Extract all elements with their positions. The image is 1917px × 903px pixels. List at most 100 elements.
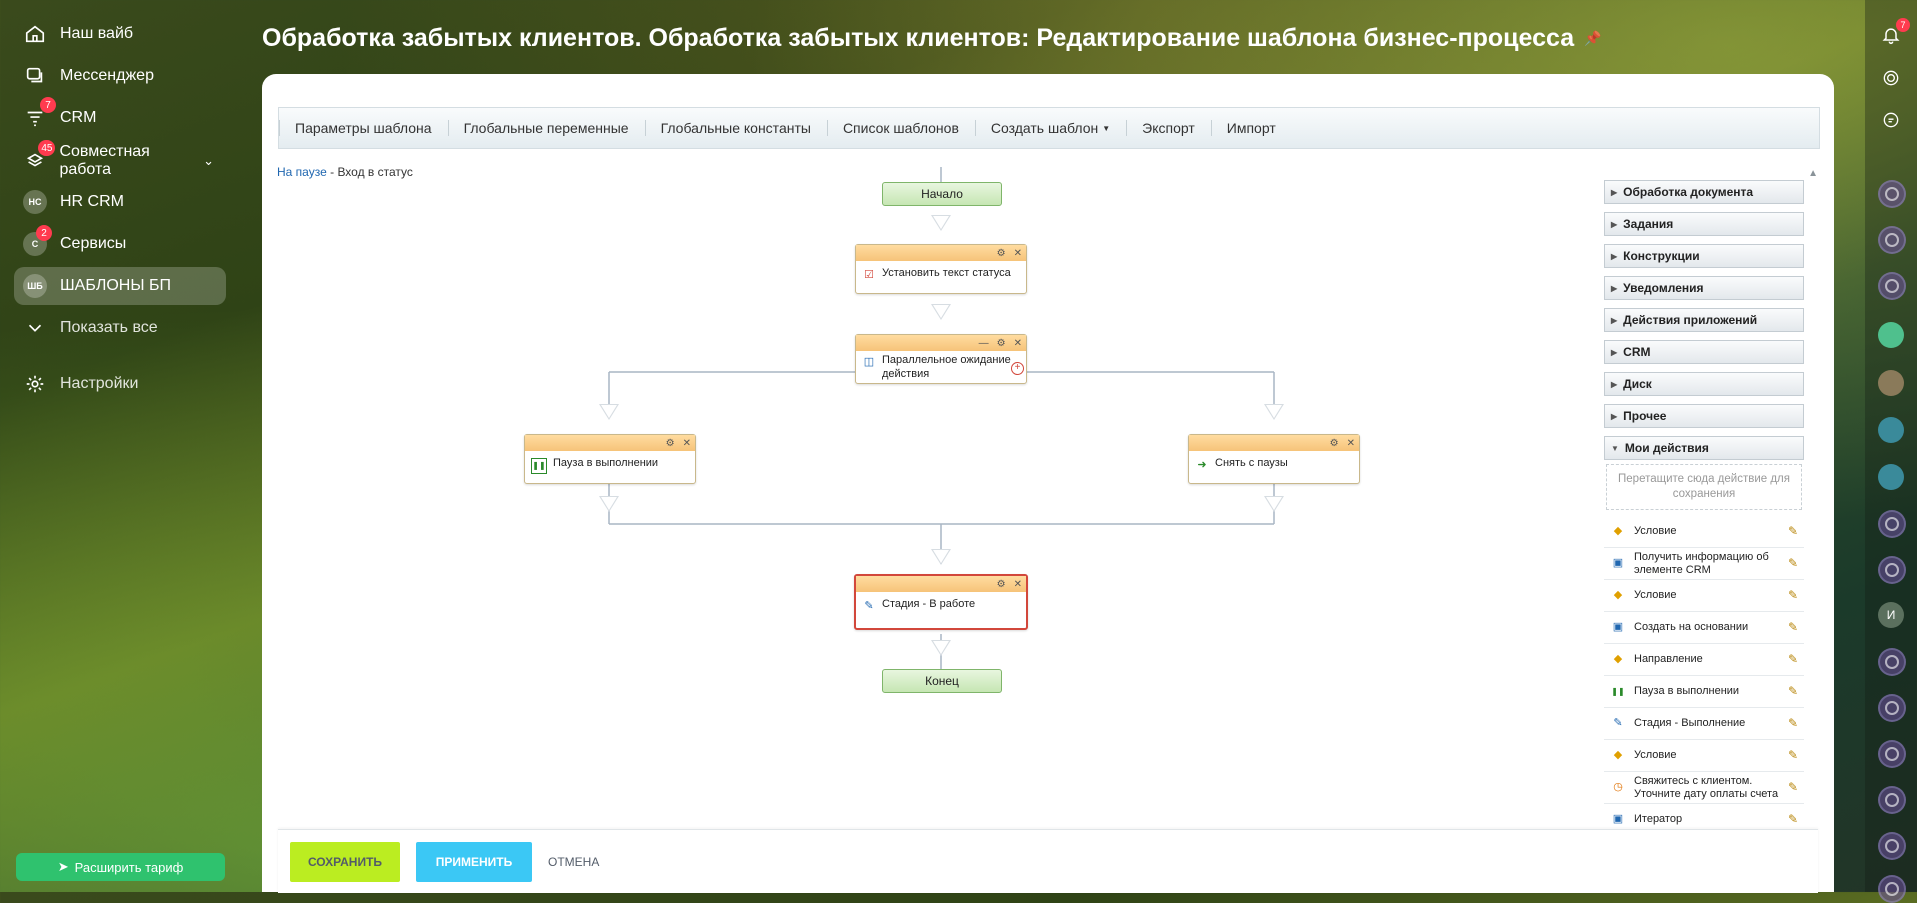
sidebar-item-settings[interactable]: Настройки [14, 365, 226, 403]
rail-app-icon[interactable] [1878, 786, 1906, 814]
node-stage-in-progress[interactable]: ⚙✕ ✎ Стадия - В работе [854, 574, 1028, 630]
caret-right-icon: ▶ [1611, 315, 1618, 325]
palette-item[interactable]: ▣Итератор✎ [1604, 804, 1804, 826]
rail-app-icon[interactable] [1878, 180, 1906, 208]
palette-item[interactable]: ◷Свяжитесь с клиентом. Уточните дату опл… [1604, 772, 1804, 804]
breadcrumb-link[interactable]: На паузе [277, 165, 327, 179]
rail-app-icon[interactable] [1878, 694, 1906, 722]
rail-app-icon[interactable] [1878, 226, 1906, 254]
process-diagram: Начало ⚙✕ ☑ Установить текст статуса —⚙✕… [262, 74, 1834, 892]
sidebar-item-crm[interactable]: 7 CRM [14, 97, 226, 137]
end-node[interactable]: Конец [882, 669, 1002, 693]
pencil-icon[interactable]: ✎ [1787, 588, 1799, 602]
palette-item[interactable]: ◆Условие✎ [1604, 580, 1804, 612]
rail-app-icon[interactable] [1878, 875, 1906, 903]
gear-icon[interactable]: ⚙ [996, 578, 1006, 590]
palette-item[interactable]: ❚❚Пауза в выполнении✎ [1604, 676, 1804, 708]
collaboration-badge: 45 [38, 140, 56, 156]
node-unpause[interactable]: ⚙✕ ➜ Снять с паузы [1188, 434, 1360, 484]
palette-group-constructs[interactable]: ▶Конструкции [1604, 244, 1804, 268]
pencil-icon[interactable]: ✎ [1787, 716, 1799, 730]
palette-drop-zone[interactable]: Перетащите сюда действие для сохранения [1606, 464, 1802, 510]
gear-icon[interactable]: ⚙ [665, 437, 675, 449]
sidebar-item-collaboration[interactable]: 45 Совместная работа ⌄ [14, 140, 226, 180]
palette-group-notifications[interactable]: ▶Уведомления [1604, 276, 1804, 300]
cancel-button[interactable]: ОТМЕНА [548, 855, 600, 869]
close-icon[interactable]: ✕ [1013, 578, 1022, 590]
caret-right-icon: ▶ [1611, 251, 1618, 261]
pencil-icon[interactable]: ✎ [1787, 652, 1799, 666]
palette-group-crm[interactable]: ▶CRM [1604, 340, 1804, 364]
toolbar-template-params[interactable]: Параметры шаблона [279, 108, 448, 148]
close-icon[interactable]: ✕ [1013, 337, 1022, 349]
rail-app-icon[interactable] [1878, 740, 1906, 768]
gear-icon[interactable]: ⚙ [996, 337, 1006, 349]
upgrade-plan-label: Расширить тариф [74, 859, 184, 875]
toolbar-create-template[interactable]: Создать шаблон▼ [974, 108, 1126, 148]
rail-avatar[interactable] [1878, 370, 1904, 396]
rail-app-icon[interactable] [1878, 272, 1906, 300]
gear-icon[interactable]: ⚙ [996, 247, 1006, 259]
rail-app-icon[interactable] [1878, 832, 1906, 860]
pencil-icon[interactable]: ✎ [1787, 780, 1799, 794]
toolbar-export[interactable]: Экспорт [1126, 108, 1211, 148]
palette-group-my-actions[interactable]: ▼Мои действия [1604, 436, 1804, 460]
palette-item[interactable]: ◆Условие✎ [1604, 516, 1804, 548]
pin-icon[interactable]: 📌 [1584, 29, 1602, 46]
rail-app-icon[interactable] [1878, 510, 1906, 538]
condition-icon: ◆ [1613, 589, 1623, 601]
sidebar-item-hr-crm[interactable]: НС HR CRM [14, 183, 226, 221]
pencil-icon[interactable]: ✎ [1787, 620, 1799, 634]
chat-search-icon[interactable] [1878, 107, 1904, 133]
node-set-status[interactable]: ⚙✕ ☑ Установить текст статуса [855, 244, 1027, 294]
rail-app-icon[interactable] [1878, 648, 1906, 676]
palette-item[interactable]: ✎Стадия - Выполнение✎ [1604, 708, 1804, 740]
gear-icon[interactable]: ⚙ [1329, 437, 1339, 449]
scroll-up-icon[interactable]: ▲ [1808, 168, 1818, 179]
notifications-icon[interactable]: 7 [1878, 18, 1910, 48]
node-parallel-wait[interactable]: —⚙✕ ◫ Параллельное ожидание действия + [855, 334, 1027, 384]
rail-user-avatar[interactable]: И [1878, 602, 1904, 628]
palette-item[interactable]: ▣Получить информацию об элементе CRM✎ [1604, 548, 1804, 580]
upgrade-plan-button[interactable]: ➤ Расширить тариф [16, 853, 225, 881]
toolbar-global-variables[interactable]: Глобальные переменные [447, 108, 645, 148]
connector-arrow [931, 215, 951, 231]
toolbar-import[interactable]: Импорт [1210, 108, 1292, 148]
sidebar-item-messenger[interactable]: Мессенджер [14, 57, 226, 95]
palette-group-other[interactable]: ▶Прочее [1604, 404, 1804, 428]
palette-item[interactable]: ▣Создать на основании✎ [1604, 612, 1804, 644]
pencil-icon[interactable]: ✎ [1787, 524, 1799, 538]
sidebar-item-services[interactable]: С 2 Сервисы [14, 225, 226, 263]
copilot-icon[interactable] [1878, 65, 1904, 91]
close-icon[interactable]: ✕ [682, 437, 691, 449]
palette-item[interactable]: ◆Направление✎ [1604, 644, 1804, 676]
toolbar-global-constants[interactable]: Глобальные константы [644, 108, 827, 148]
palette-group-disk[interactable]: ▶Диск [1604, 372, 1804, 396]
sidebar-item-vibe[interactable]: Наш вайб [14, 15, 226, 53]
rail-avatar[interactable] [1878, 464, 1904, 490]
rail-chat-icon[interactable] [1878, 322, 1904, 348]
palette-item[interactable]: ◆Условие✎ [1604, 740, 1804, 772]
palette-group-documents[interactable]: ▶Обработка документа [1604, 180, 1804, 204]
rail-avatar[interactable] [1878, 417, 1904, 443]
start-node[interactable]: Начало [882, 182, 1002, 206]
minimize-icon[interactable]: — [978, 337, 989, 349]
close-icon[interactable]: ✕ [1346, 437, 1355, 449]
chevron-down-icon[interactable]: ⌄ [203, 153, 214, 168]
pencil-icon[interactable]: ✎ [1787, 748, 1799, 762]
close-icon[interactable]: ✕ [1013, 247, 1022, 259]
pencil-icon[interactable]: ✎ [1787, 556, 1799, 570]
sidebar-item-bp-templates[interactable]: ШБ ШАБЛОНЫ БП [14, 267, 226, 305]
add-branch-icon[interactable]: + [1011, 362, 1024, 375]
rail-app-icon[interactable] [1878, 556, 1906, 584]
sidebar-show-all[interactable]: Показать все [14, 309, 226, 347]
save-button[interactable]: СОХРАНИТЬ [290, 842, 400, 882]
palette-group-tasks[interactable]: ▶Задания [1604, 212, 1804, 236]
pencil-icon[interactable]: ✎ [1787, 684, 1799, 698]
sidebar-item-label: ШАБЛОНЫ БП [60, 277, 171, 294]
palette-group-app-actions[interactable]: ▶Действия приложений [1604, 308, 1804, 332]
pencil-icon[interactable]: ✎ [1787, 812, 1799, 826]
toolbar-template-list[interactable]: Список шаблонов [826, 108, 975, 148]
node-pause[interactable]: ⚙✕ ❚❚ Пауза в выполнении [524, 434, 696, 484]
apply-button[interactable]: ПРИМЕНИТЬ [416, 842, 532, 882]
